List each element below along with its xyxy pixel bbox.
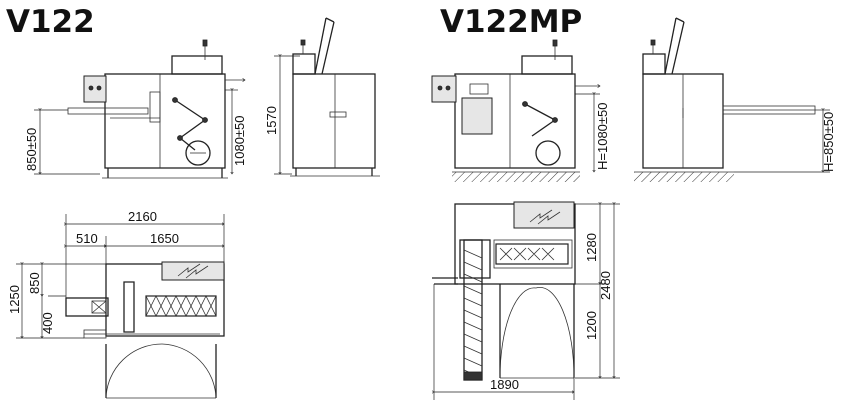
title-v122: V122 bbox=[6, 4, 95, 40]
dim-v122mp-front-width: 1200 bbox=[584, 311, 599, 340]
dim-v122-overall-length: 2160 bbox=[128, 209, 157, 224]
v122mp-top-view: 1280 1200 2480 1890 bbox=[432, 201, 620, 400]
dim-v122-infeed-height: 850±50 bbox=[24, 128, 39, 171]
dim-v122-total-height: 1570 bbox=[264, 106, 279, 135]
v122mp-front-view: H=1080±50 bbox=[431, 39, 610, 182]
dim-v122mp-rear-width: 1280 bbox=[584, 233, 599, 262]
v122mp-side-view: H=850±50 bbox=[634, 17, 836, 182]
dim-v122-outfeed-height: 1080±50 bbox=[232, 115, 247, 166]
dim-v122-total-width: 1250 bbox=[7, 285, 22, 314]
v122-front-view: 850±50 1080±50 bbox=[24, 39, 247, 179]
dim-v122-front-width: 400 bbox=[40, 312, 55, 334]
title-v122mp: V122MP bbox=[440, 4, 582, 40]
dim-v122mp-infeed-height: H=850±50 bbox=[821, 112, 836, 172]
dim-v122mp-overall-length: 1890 bbox=[490, 377, 519, 392]
dim-v122-infeed-length: 510 bbox=[76, 231, 98, 246]
dim-v122-machine-length: 1650 bbox=[150, 231, 179, 246]
dim-v122-rear-width: 850 bbox=[27, 272, 42, 294]
v122-top-view: 2160 510 1650 1250 850 400 bbox=[7, 209, 225, 399]
v122-side-view: 1570 bbox=[264, 17, 380, 177]
dim-v122mp-total-width: 2480 bbox=[598, 271, 613, 300]
dim-v122mp-outfeed-height: H=1080±50 bbox=[595, 103, 610, 171]
